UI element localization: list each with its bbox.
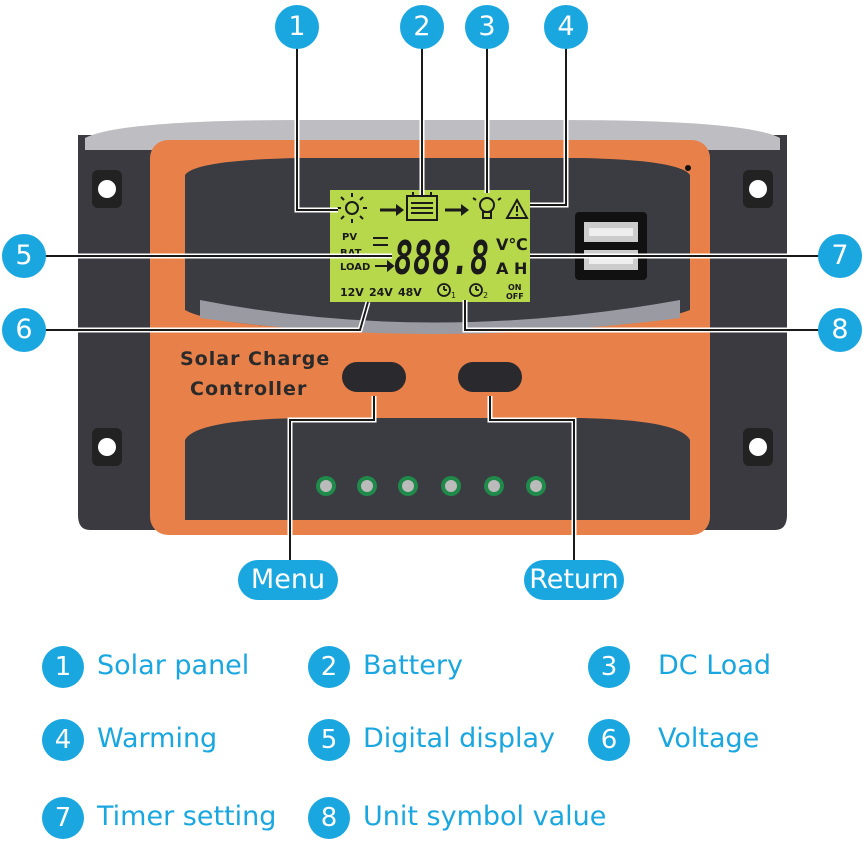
bulb-icon <box>472 189 502 219</box>
legend-number: 7 <box>42 797 84 839</box>
callout-2: 2 <box>400 5 444 49</box>
arrow-right-icon <box>380 204 404 216</box>
lcd-unit-vc: V℃ <box>496 235 528 254</box>
lcd-digits: 888.8 <box>394 231 489 285</box>
legend-number: 6 <box>588 719 630 761</box>
lcd-on-label: ON <box>508 283 522 292</box>
brand-line-1: Solar Charge <box>180 348 331 370</box>
legend-number: 2 <box>308 646 350 688</box>
usb-ports <box>575 212 647 280</box>
callout-1: 1 <box>275 5 319 49</box>
callout-6: 6 <box>2 308 46 352</box>
lcd-24v: 24V <box>369 286 393 299</box>
indicator-led <box>685 165 691 171</box>
lcd-timer1-sub: 1 <box>451 291 456 300</box>
return-label: Return <box>524 560 624 600</box>
lcd-unit-ah: A H <box>496 259 527 278</box>
legend-label: Unit symbol value <box>363 801 607 832</box>
menu-hardware-button <box>342 362 406 392</box>
alarm-clock-icon <box>469 283 483 297</box>
callout-5: 5 <box>2 234 46 278</box>
return-hardware-button <box>458 362 522 392</box>
warning-icon <box>505 197 529 219</box>
callout-8: 8 <box>818 308 862 352</box>
legend-number: 5 <box>308 719 350 761</box>
legend-number: 8 <box>308 797 350 839</box>
alarm-clock-icon <box>437 283 451 297</box>
legend-number: 4 <box>42 719 84 761</box>
terminal-screws <box>316 476 546 496</box>
legend-label: Digital display <box>363 723 556 754</box>
legend-label: Warming <box>97 723 218 754</box>
legend-label: Voltage <box>658 723 760 754</box>
lcd-off-label: OFF <box>506 292 524 301</box>
lcd-12v: 12V <box>340 286 364 299</box>
menu-label: Menu <box>238 560 338 600</box>
legend-label: Timer setting <box>97 801 277 832</box>
display-shine <box>200 300 680 334</box>
lcd-48v: 48V <box>398 286 422 299</box>
callout-lines <box>40 28 830 560</box>
callout-7: 7 <box>818 234 862 278</box>
legend-label: Solar panel <box>97 650 250 681</box>
callout-4: 4 <box>544 5 588 49</box>
legend-number: 3 <box>588 646 630 688</box>
lcd-flow-arrows <box>373 237 395 273</box>
callout-3: 3 <box>465 5 509 49</box>
legend-label: Battery <box>363 650 463 681</box>
battery-icon <box>406 192 438 221</box>
brand-line-2: Controller <box>190 378 308 400</box>
legend-label: DC Load <box>658 650 771 681</box>
lcd-pv-label: PV <box>342 232 357 243</box>
arrow-right-icon <box>445 204 469 216</box>
lcd-load-label: LOAD <box>340 262 370 273</box>
legend-number: 1 <box>42 646 84 688</box>
terminal-panel <box>185 418 690 520</box>
lcd-timer2-sub: 2 <box>483 291 488 300</box>
